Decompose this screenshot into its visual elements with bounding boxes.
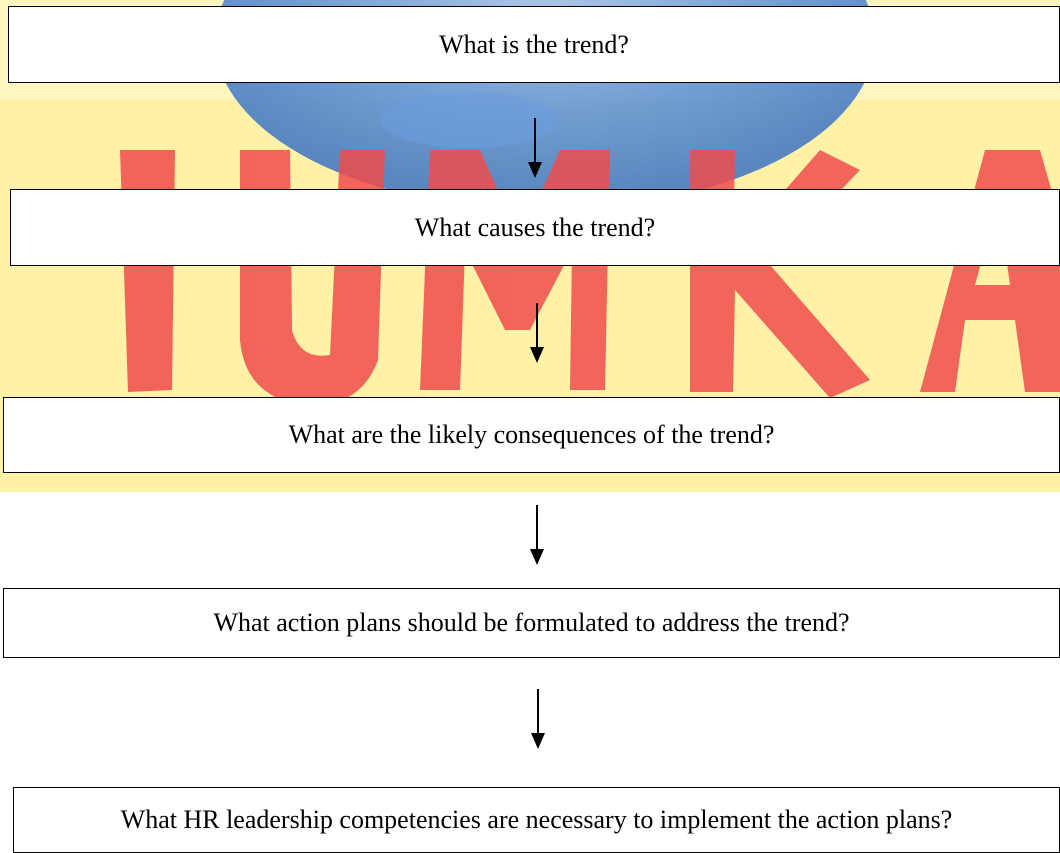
flow-step-4: What action plans should be formulated t… (3, 588, 1060, 658)
flow-step-2-text: What causes the trend? (414, 212, 656, 242)
flow-step-1: What is the trend? (8, 6, 1060, 83)
flow-step-5: What HR leadership competencies are nece… (13, 787, 1060, 853)
flow-step-3-text: What are the likely consequences of the … (288, 420, 775, 449)
down-arrow-icon (527, 303, 547, 363)
down-arrow-icon (525, 118, 545, 178)
flow-step-3: What are the likely consequences of the … (3, 397, 1060, 473)
down-arrow-icon (528, 689, 548, 749)
flow-step-1-text: What is the trend? (439, 29, 629, 59)
flow-step-5-text: What HR leadership competencies are nece… (120, 805, 953, 834)
down-arrow-icon (527, 505, 547, 565)
flow-step-4-text: What action plans should be formulated t… (213, 608, 850, 637)
flow-step-2: What causes the trend? (10, 189, 1060, 266)
